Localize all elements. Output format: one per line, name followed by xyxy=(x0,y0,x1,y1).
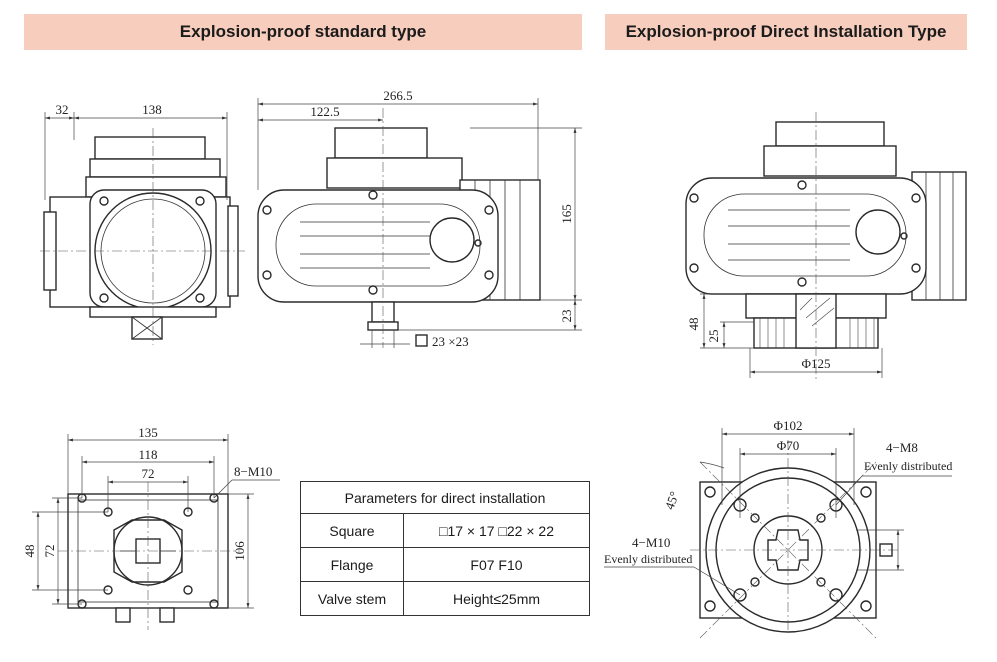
banner-direct-installation-type: Explosion-proof Direct Installation Type xyxy=(605,14,967,50)
table-row: Valve stem Height≤25mm xyxy=(300,581,590,616)
standard-front-view: 32 138 xyxy=(40,102,245,345)
dim-23: 23 xyxy=(559,310,574,323)
dim-266-5: 266.5 xyxy=(383,88,412,103)
dim-25: 25 xyxy=(706,330,721,343)
standard-side-view: 266.5 122.5 165 23 23 ×23 xyxy=(257,88,582,349)
label-4-m10-note: Evenly distributed xyxy=(604,552,692,566)
bottom-view: 135 118 72 8−M10 48 72 106 xyxy=(22,425,280,630)
parameters-table: Parameters for direct installation Squar… xyxy=(300,481,590,616)
dim-72-horizontal: 72 xyxy=(142,466,155,481)
direct-side-view: 48 25 Φ125 xyxy=(685,112,967,380)
row-label-square: Square xyxy=(300,513,404,548)
dim-72-vertical: 72 xyxy=(42,545,57,558)
flange-view: Φ102 Φ70 45° 4−M8 Evenly distributed 4−M… xyxy=(604,418,952,639)
row-label-flange: Flange xyxy=(300,547,404,582)
square-symbol-icon xyxy=(415,334,428,347)
dim-square-23x23: 23 ×23 xyxy=(432,334,469,349)
banner-direct-installation-text: Explosion-proof Direct Installation Type xyxy=(625,22,947,41)
label-4-m10: 4−M10 xyxy=(632,535,670,550)
row-value-square: □17 × 17 □22 × 22 xyxy=(403,513,590,548)
table-title: Parameters for direct installation xyxy=(300,481,590,514)
dim-phi-102: Φ102 xyxy=(773,418,802,433)
table-row: Flange F07 F10 xyxy=(300,547,590,582)
banner-standard-type: Explosion-proof standard type xyxy=(24,14,582,50)
table-row: Square □17 × 17 □22 × 22 xyxy=(300,513,590,548)
dim-48-bottom: 48 xyxy=(22,545,37,558)
dim-135: 135 xyxy=(138,425,158,440)
dim-106: 106 xyxy=(232,541,247,561)
label-4-m8-note: Evenly distributed xyxy=(864,459,952,473)
flange-square-symbol-icon xyxy=(879,543,893,557)
row-label-valve-stem: Valve stem xyxy=(300,581,404,616)
dim-32: 32 xyxy=(56,102,69,117)
table-title-row: Parameters for direct installation xyxy=(300,481,590,514)
dim-phi-70: Φ70 xyxy=(777,438,800,453)
row-value-valve-stem: Height≤25mm xyxy=(403,581,590,616)
label-8-m10: 8−M10 xyxy=(234,464,272,479)
banner-standard-type-text: Explosion-proof standard type xyxy=(179,22,427,41)
dim-138: 138 xyxy=(142,102,162,117)
dim-165: 165 xyxy=(559,204,574,224)
dim-122-5: 122.5 xyxy=(310,104,339,119)
dim-phi-125: Φ125 xyxy=(801,356,830,371)
row-value-flange: F07 F10 xyxy=(403,547,590,582)
label-4-m8: 4−M8 xyxy=(886,440,918,455)
dim-48: 48 xyxy=(686,318,701,331)
dim-118: 118 xyxy=(138,447,157,462)
dim-45-degrees: 45° xyxy=(662,489,682,511)
